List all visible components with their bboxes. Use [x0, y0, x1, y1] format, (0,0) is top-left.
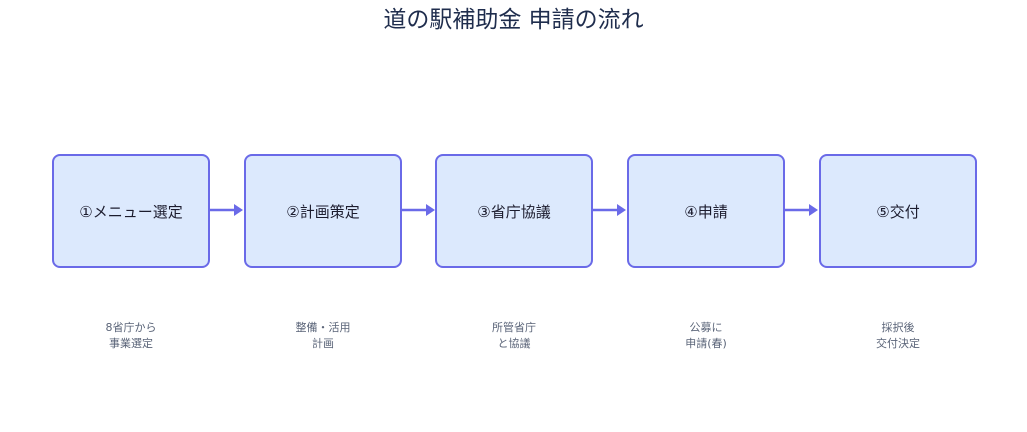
diagram-title: 道の駅補助金 申請の流れ: [383, 7, 644, 33]
arrow-2-to-3: [402, 204, 435, 216]
step-label-5: ⑤交付: [876, 202, 920, 221]
step-desc-5-line-2: 交付決定: [876, 337, 920, 350]
step-label-4: ④申請: [684, 202, 728, 221]
step-desc-3-line-1: 所管省庁: [492, 321, 536, 334]
step-label-2: ②計画策定: [286, 202, 360, 221]
step-desc-2-line-1: 整備・活用: [295, 321, 351, 334]
step-desc-1-line-2: 事業選定: [109, 337, 153, 350]
step-box-5: ⑤交付: [819, 154, 977, 268]
step-desc-5: 採択後 交付決定: [821, 320, 975, 352]
arrow-4-to-5: [785, 204, 818, 216]
step-desc-4: 公募に 申請(春): [629, 320, 783, 352]
step-label-3: ③省庁協議: [477, 202, 551, 221]
step-desc-3-line-2: と協議: [497, 337, 531, 350]
step-desc-5-line-1: 採択後: [881, 321, 915, 334]
step-box-1: ①メニュー選定: [52, 154, 210, 268]
step-desc-1-line-1: 8省庁から: [105, 321, 157, 334]
step-box-4: ④申請: [627, 154, 785, 268]
step-desc-3: 所管省庁 と協議: [437, 320, 591, 352]
step-desc-4-line-1: 公募に: [689, 321, 723, 334]
step-box-2: ②計画策定: [244, 154, 402, 268]
step-desc-1: 8省庁から 事業選定: [54, 320, 208, 352]
step-box-3: ③省庁協議: [435, 154, 593, 268]
arrow-3-to-4: [593, 204, 626, 216]
step-desc-2-line-2: 計画: [312, 337, 334, 350]
step-desc-4-line-2: 申請(春): [685, 337, 727, 350]
step-desc-2: 整備・活用 計画: [246, 320, 400, 352]
arrow-1-to-2: [210, 204, 243, 216]
step-label-1: ①メニュー選定: [79, 202, 183, 221]
